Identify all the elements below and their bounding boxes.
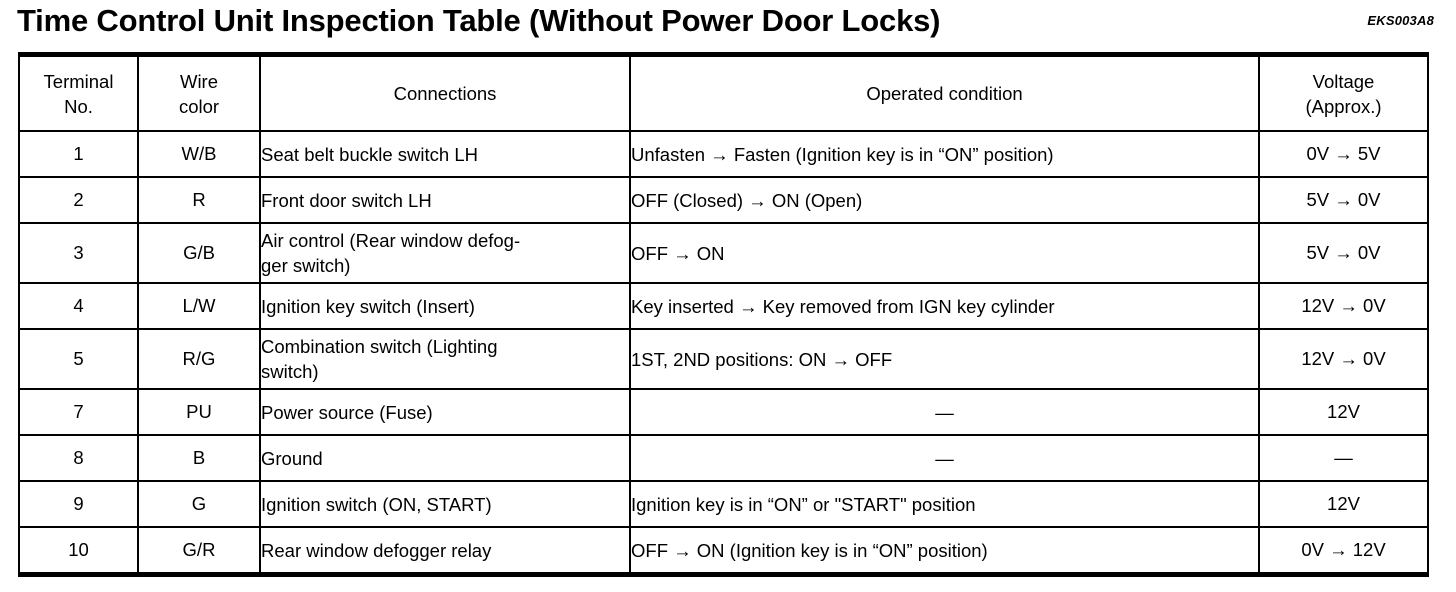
cell-operated-condition: — [630, 389, 1260, 436]
cell-connections: Ignition key switch (Insert) [260, 283, 631, 330]
cell-terminal-no: 10 [19, 527, 139, 575]
cell-connections: Power source (Fuse) [260, 389, 631, 436]
header-line: Operated condition [866, 83, 1023, 104]
cell-operated-condition: — [630, 435, 1260, 482]
header-line: Terminal [43, 70, 114, 92]
cell-voltage: 12V [1259, 389, 1428, 436]
column-header-voltage: Voltage (Approx.) [1259, 54, 1428, 132]
inspection-table: Terminal No. Wire color Connections Oper… [18, 52, 1429, 577]
cell-voltage: — [1259, 435, 1428, 482]
header-line: (Approx.) [1305, 95, 1382, 117]
header-line: color [178, 95, 220, 117]
cell-voltage: 12V [1259, 481, 1428, 528]
cell-connections: Ground [260, 435, 631, 482]
cell-terminal-no: 8 [19, 435, 139, 482]
cell-wire-color: L/W [138, 283, 261, 330]
inspection-table-container: Terminal No. Wire color Connections Oper… [18, 52, 1429, 577]
cell-voltage: 5V → 0V [1259, 223, 1428, 284]
cell-wire-color: R/G [138, 329, 261, 390]
cell-wire-color: G [138, 481, 261, 528]
cell-operated-condition: Unfasten → Fasten (Ignition key is in “O… [630, 131, 1260, 178]
cell-voltage: 0V → 12V [1301, 539, 1386, 560]
cell-wire-color: W/B [138, 131, 261, 178]
table-row: 7 PU Power source (Fuse) — 12V [19, 389, 1428, 436]
cell-terminal-no: 2 [19, 177, 139, 224]
cell-wire-color: PU [138, 389, 261, 436]
column-header-terminal-no: Terminal No. [19, 54, 139, 132]
table-row: 4 L/W Ignition key switch (Insert) Key i… [19, 283, 1428, 330]
cell-voltage: 12V → 0V [1259, 329, 1428, 390]
header-line: Voltage [1312, 70, 1375, 92]
cell-voltage: 12V → 0V [1259, 283, 1428, 330]
cell-connections: Front door switch LH [260, 177, 631, 224]
cell-connections: Ignition switch (ON, START) [260, 481, 631, 528]
cell-connections: Rear window defogger relay [260, 527, 631, 575]
cell-wire-color: G/B [138, 223, 261, 284]
table-row: 2 R Front door switch LH OFF (Closed) → … [19, 177, 1428, 224]
cell-connections: Seat belt buckle switch LH [260, 131, 631, 178]
table-row: 1 W/B Seat belt buckle switch LH Unfaste… [19, 131, 1428, 178]
column-header-wire-color: Wire color [138, 54, 261, 132]
cell-terminal-no: 3 [19, 223, 139, 284]
table-body: 1 W/B Seat belt buckle switch LH Unfaste… [19, 131, 1428, 575]
header-line: No. [64, 95, 93, 117]
column-header-operated-condition: Operated condition [630, 54, 1260, 132]
table-header: Terminal No. Wire color Connections Oper… [19, 54, 1428, 132]
cell-voltage: 0V → 5V [1259, 131, 1428, 178]
cell-connections: Air control (Rear window defog-ger switc… [260, 223, 631, 284]
cell-voltage: 5V → 0V [1259, 177, 1428, 224]
header-row: Terminal No. Wire color Connections Oper… [19, 54, 1428, 132]
cell-operated-condition: Key inserted → Key removed from IGN key … [630, 283, 1260, 330]
table-row: 10 G/R Rear window defogger relay OFF → … [19, 527, 1428, 575]
cell-terminal-no: 4 [19, 283, 139, 330]
title-bar: Time Control Unit Inspection Table (With… [0, 0, 1456, 44]
header-line: Wire [179, 70, 219, 92]
reference-code: EKS003A8 [1367, 13, 1434, 28]
cell-terminal-no: 5 [19, 329, 139, 390]
page-title: Time Control Unit Inspection Table (With… [17, 3, 941, 38]
cell-operated-condition: 1ST, 2ND positions: ON → OFF [630, 329, 1260, 390]
cell-terminal-no: 9 [19, 481, 139, 528]
cell-operated-condition: Ignition key is in “ON” or "START" posit… [630, 481, 1260, 528]
cell-terminal-no: 1 [19, 131, 139, 178]
column-header-connections: Connections [260, 54, 631, 132]
cell-terminal-no: 7 [19, 389, 139, 436]
table-row: 9 G Ignition switch (ON, START) Ignition… [19, 481, 1428, 528]
cell-wire-color: G/R [138, 527, 261, 575]
table-row: 8 B Ground — — [19, 435, 1428, 482]
header-line: Connections [393, 83, 497, 104]
cell-wire-color: R [138, 177, 261, 224]
cell-wire-color: B [138, 435, 261, 482]
cell-operated-condition: OFF → ON (Ignition key is in “ON” positi… [630, 527, 1260, 575]
cell-operated-condition: OFF → ON [630, 223, 1260, 284]
cell-operated-condition: OFF (Closed) → ON (Open) [630, 177, 1260, 224]
table-row: 3 G/B Air control (Rear window defog-ger… [19, 223, 1428, 284]
